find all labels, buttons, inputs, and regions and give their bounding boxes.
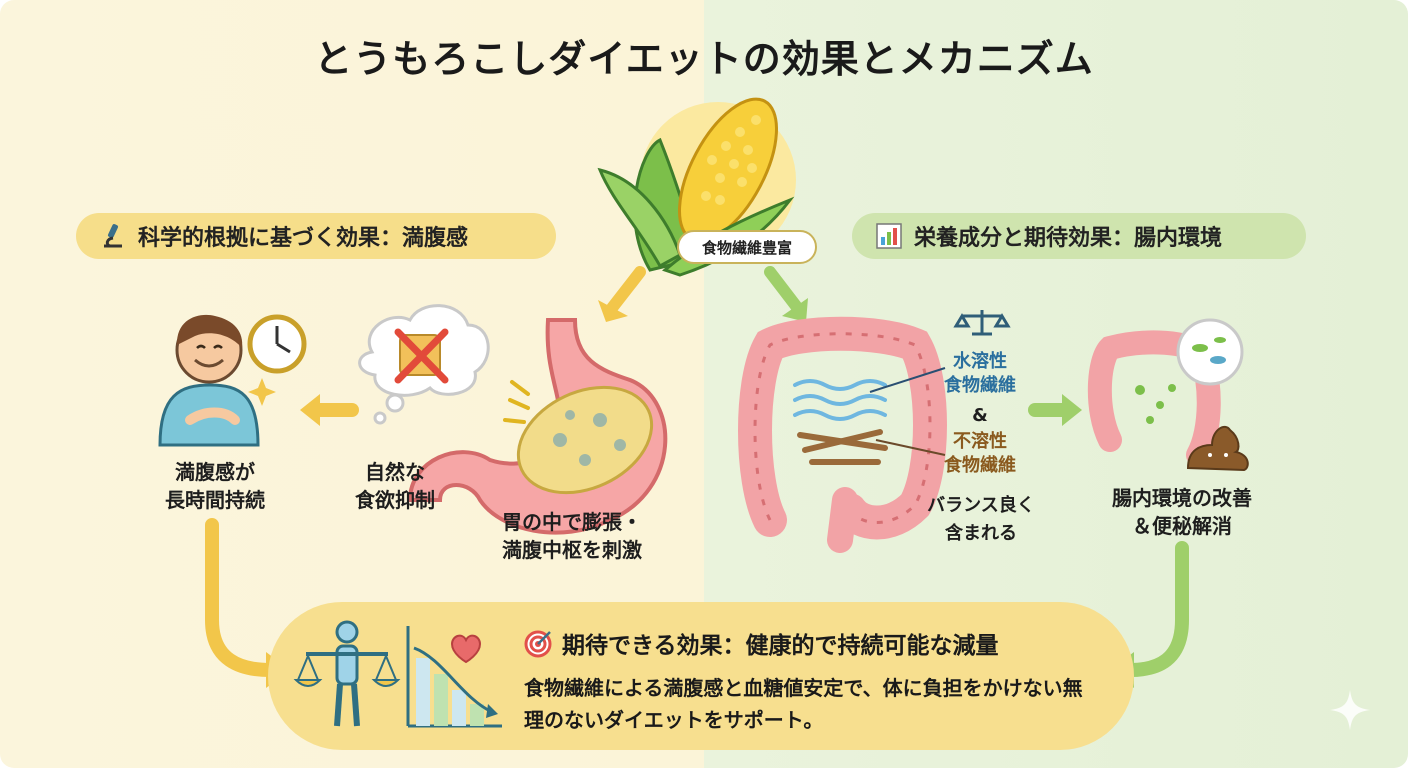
label-balanced: バランス良く 含まれる <box>927 495 1035 544</box>
sparkle-icon <box>248 378 276 406</box>
label-gut-improvement: 腸内環境の改善 ＆便秘解消 <box>1112 486 1252 538</box>
microscope-icon <box>104 224 122 248</box>
right-section-header: 栄養成分と期待効果：腸内環境 <box>852 213 1306 259</box>
arrow-corn-intestine <box>764 266 802 312</box>
label-ampersand: & <box>972 405 988 426</box>
thought-bubble-icon <box>358 304 490 425</box>
poop-icon <box>1186 425 1249 472</box>
arrow-corn-stomach <box>606 266 646 314</box>
left-section-header: 科学的根拠に基づく効果：満腹感 <box>76 213 556 259</box>
clock-icon <box>247 314 307 374</box>
label-appetite-suppression: 自然な 食欲抑制 <box>355 460 435 512</box>
bottom-description: 食物繊維による満腹感と血糖値安定で、体に負担をかけない無理のないダイエットをサポ… <box>524 676 1083 732</box>
healthy-gut-icon <box>1087 318 1244 467</box>
arrow-right-bottom <box>1123 541 1189 677</box>
bar-chart-icon <box>876 223 902 249</box>
scale-icon <box>953 310 1011 336</box>
label-long-satiety: 満腹感が 長時間持続 <box>165 460 265 512</box>
balance-person-icon <box>293 620 401 727</box>
sparkle-corner-icon <box>1330 690 1370 730</box>
label-soluble-fiber: 水溶性 食物繊維 <box>944 351 1016 396</box>
decline-chart-icon <box>406 626 502 728</box>
corn-fiber-tag: 食物繊維豊富 <box>677 230 817 264</box>
target-icon <box>524 630 552 658</box>
bottom-title-row: 期待できる効果：健康的で持続可能な減量 <box>524 626 999 660</box>
intestine-icon <box>738 316 947 553</box>
heart-icon <box>450 634 482 664</box>
arrow-left-bottom <box>205 518 277 677</box>
label-insoluble-fiber: 不溶性 食物繊維 <box>944 431 1016 476</box>
weight-loss-illustration <box>293 620 502 728</box>
page-title: とうもろこしダイエットの効果とメカニズム <box>314 37 1094 81</box>
stomach-icon <box>407 318 668 535</box>
person-icon <box>158 314 260 447</box>
right-section-title: 栄養成分と期待効果：腸内環境 <box>914 226 1223 251</box>
label-stomach-expansion: 胃の中で膨張・ 満腹中枢を刺激 <box>502 510 642 562</box>
left-section-title: 科学的根拠に基づく効果：満腹感 <box>138 226 469 251</box>
bottom-title: 期待できる効果：健康的で持続可能な減量 <box>562 633 999 659</box>
